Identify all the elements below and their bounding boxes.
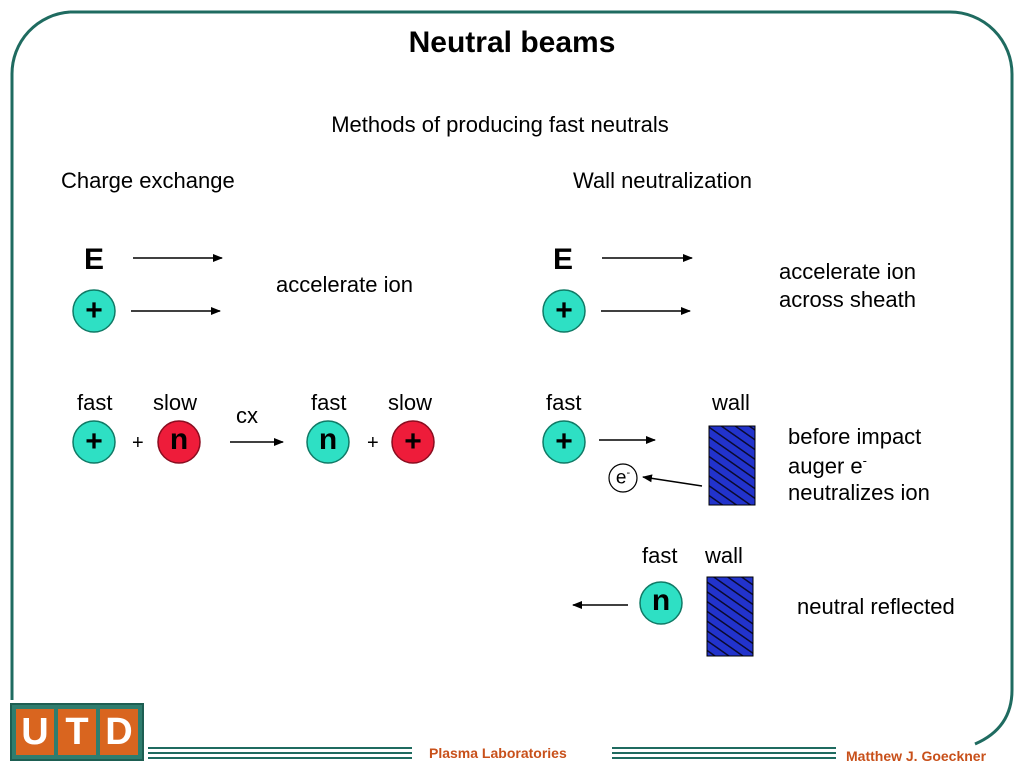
logo-letter-t: T: [58, 709, 96, 755]
fast-ion-circle: [72, 420, 116, 464]
wall-block-top: [708, 425, 756, 506]
slow-neutral-circle: [157, 420, 201, 464]
fast-neutral-circle: [306, 420, 350, 464]
ion-circle-left-top: [72, 289, 116, 333]
ion-circle-right-top: [542, 289, 586, 333]
slow-ion-circle: [391, 420, 435, 464]
footer-author: Matthew J. Goeckner: [846, 748, 987, 764]
fast-neutral-symbol: n: [318, 423, 338, 456]
electron-circle: [608, 463, 638, 493]
logo-letter-d: D: [100, 709, 138, 755]
wall-neutralization-header: Wall neutralization: [573, 168, 752, 193]
wall-block-bottom: [706, 576, 754, 657]
plus-operator-2: +: [367, 432, 379, 454]
e-field-symbol-right: E: [553, 243, 574, 276]
slow-label-2: slow: [388, 390, 433, 415]
fast-ion-symbol: +: [85, 425, 103, 458]
neutral-reflected-label: neutral reflected: [797, 594, 955, 619]
reflected-neutral-symbol: n: [651, 584, 671, 617]
utd-logo: U T D: [10, 703, 144, 761]
electron-arrow: [642, 474, 703, 487]
wall-label-1: wall: [712, 390, 750, 415]
slide-title: Neutral beams: [408, 26, 616, 59]
fast-label-2: fast: [311, 390, 347, 415]
accelerate-across-line2: across sheath: [779, 287, 916, 312]
slow-neutral-symbol: n: [169, 423, 189, 456]
before-impact-line1: before impact: [788, 424, 922, 449]
ion-symbol-left-top: +: [85, 294, 103, 327]
electron-label: e-: [615, 467, 631, 489]
before-impact-line3: neutralizes ion: [788, 480, 930, 505]
footer-rule-middle: [612, 747, 836, 759]
slide-subtitle: Methods of producing fast neutrals: [331, 112, 669, 137]
before-impact-line2: auger e-: [788, 453, 867, 479]
slow-label-1: slow: [153, 390, 198, 415]
fast-ion-symbol-wall: +: [555, 425, 573, 458]
footer-rule-left: [148, 747, 412, 759]
charge-exchange-header: Charge exchange: [61, 168, 235, 193]
reflected-neutral-circle: [639, 581, 683, 625]
ion-symbol-right-top: +: [555, 294, 573, 327]
accelerate-across-line1: accelerate ion: [779, 259, 916, 284]
e-field-symbol-left: E: [84, 243, 105, 276]
fast-label-1: fast: [77, 390, 113, 415]
cx-label: cx: [236, 403, 258, 428]
fast-label-wall: fast: [546, 390, 582, 415]
logo-letter-u: U: [16, 709, 54, 755]
slow-ion-symbol: +: [404, 425, 422, 458]
wall-label-2: wall: [705, 543, 743, 568]
plus-operator-1: +: [132, 432, 144, 454]
accelerate-ion-label: accelerate ion: [276, 272, 413, 297]
footer-lab-name: Plasma Laboratories: [429, 745, 567, 761]
fast-label-reflect: fast: [642, 543, 678, 568]
slide-frame: [10, 10, 1014, 746]
fast-ion-circle-wall: [542, 420, 586, 464]
